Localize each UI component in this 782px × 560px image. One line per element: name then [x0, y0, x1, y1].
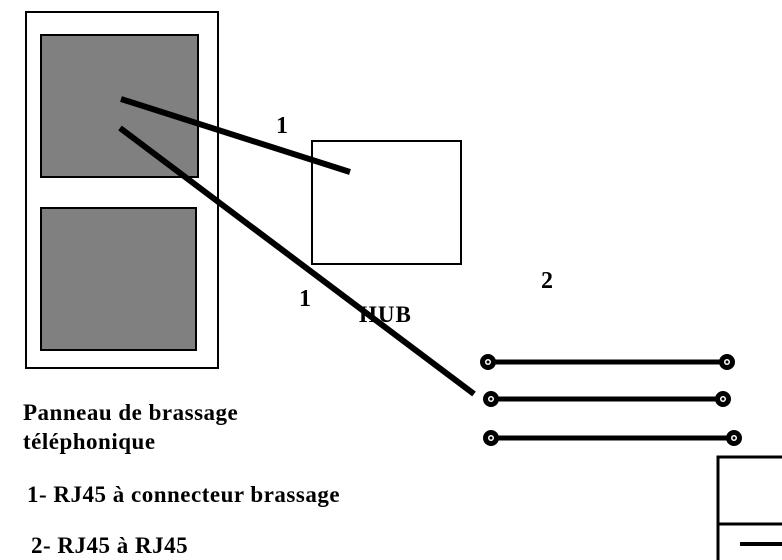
legend-item-2: 2- RJ45 à RJ45	[31, 533, 189, 558]
connector-dot	[715, 391, 731, 407]
legend-item-1: 1- RJ45 à connecteur brassage	[27, 482, 341, 507]
device-partial	[716, 455, 782, 560]
hub-box	[311, 140, 462, 265]
panel-title-line1: Panneau de brassage	[23, 400, 239, 425]
connector-dot	[726, 430, 742, 446]
connector-dot	[483, 430, 499, 446]
cable-1-label-lower: 1	[299, 286, 312, 312]
cable-1-to-connector	[118, 125, 476, 397]
panel-title-line2: téléphonique	[23, 429, 156, 454]
connector-dot	[483, 391, 499, 407]
cable-1-label-upper: 1	[276, 113, 289, 139]
patch-panel-lower-block	[40, 207, 197, 351]
connector-dot	[480, 354, 496, 370]
hub-label: HUB	[359, 302, 412, 327]
cable-1-to-hub	[120, 96, 351, 175]
patch-panel-upper-block	[40, 34, 199, 178]
connector-dot	[719, 354, 735, 370]
cable-2-label: 2	[541, 268, 554, 294]
